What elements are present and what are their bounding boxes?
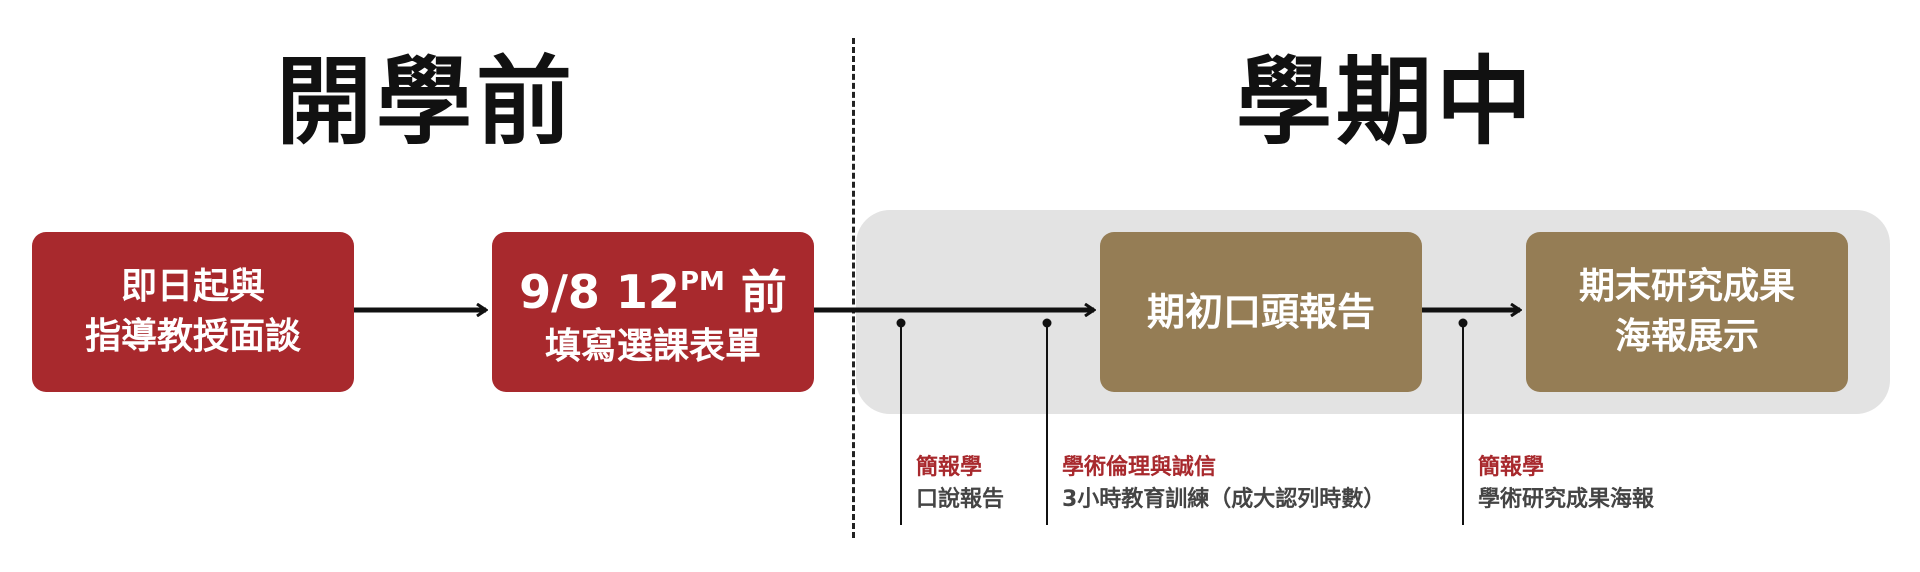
- course-note-3: 簡報學 學術研究成果海報: [1478, 452, 1654, 516]
- deadline-suffix: 前: [724, 265, 787, 319]
- step-poster-exhibition-line2: 海報展示: [1614, 316, 1759, 357]
- course-title: 簡報學: [916, 455, 983, 480]
- phase-divider: [852, 38, 855, 538]
- step-advisor-meeting-line1: 即日起與: [120, 266, 265, 307]
- step-oral-report: 期初口頭報告: [1100, 232, 1422, 392]
- step-advisor-meeting: 即日起與 指導教授面談: [32, 232, 354, 392]
- step-course-form-line2: 填寫選課表單: [544, 326, 761, 367]
- deadline-time: 9/8 12: [519, 265, 680, 319]
- course-note-1: 簡報學 口說報告: [916, 452, 1004, 516]
- course-desc: 3小時教育訓練（成大認列時數）: [1062, 487, 1386, 512]
- deadline-ampm: PM: [679, 267, 725, 297]
- course-desc: 學術研究成果海報: [1478, 487, 1655, 512]
- step-poster-exhibition-line1: 期末研究成果: [1578, 266, 1795, 307]
- step-advisor-meeting-line2: 指導教授面談: [84, 316, 301, 357]
- heading-during-semester: 學期中: [1236, 46, 1536, 158]
- course-desc: 口說報告: [916, 487, 1005, 512]
- step-course-form: 9/8 12PM 前 填寫選課表單: [492, 232, 814, 392]
- step-poster-exhibition: 期末研究成果 海報展示: [1526, 232, 1848, 392]
- step-oral-report-line1: 期初口頭報告: [1146, 290, 1375, 334]
- course-title: 學術倫理與誠信: [1062, 455, 1217, 480]
- form-deadline: 9/8 12PM 前: [519, 252, 787, 322]
- heading-before-semester: 開學前: [276, 46, 576, 158]
- course-note-2: 學術倫理與誠信 3小時教育訓練（成大認列時數）: [1062, 452, 1385, 516]
- course-title: 簡報學: [1478, 455, 1545, 480]
